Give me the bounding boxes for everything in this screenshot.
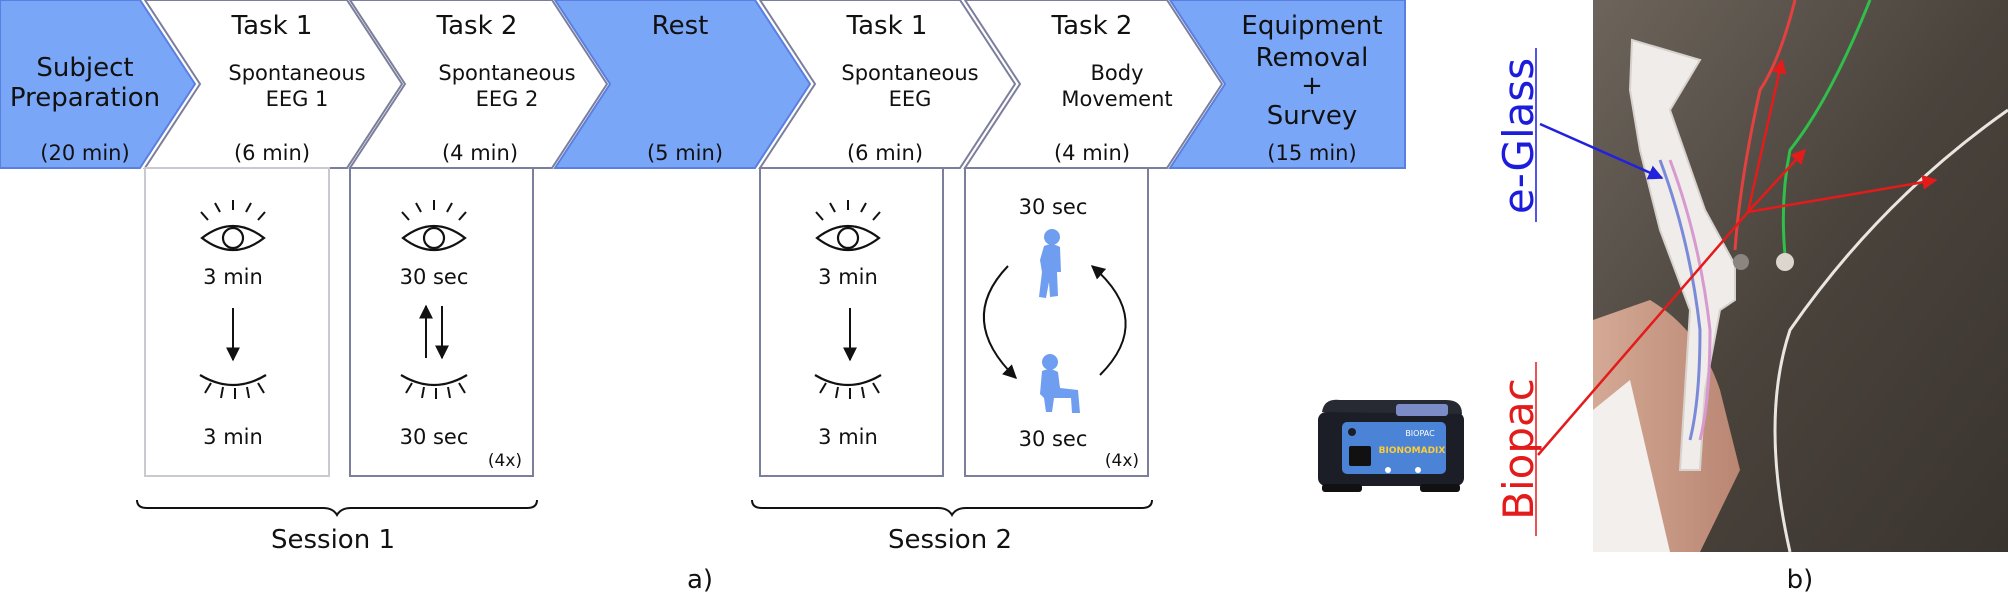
caption-a: a) — [687, 565, 713, 595]
eye-closed-icon — [400, 374, 468, 399]
stage-s2t1-title-3: EEG — [889, 87, 932, 111]
stage-removal: Equipment Removal + Survey (15 min) — [1168, 0, 1406, 169]
stage-removal-title-1: Equipment — [1241, 11, 1382, 41]
panel-s2t1-box — [759, 167, 944, 477]
panel-s2t1-top-label: 3 min — [818, 265, 878, 289]
red-electrode-wire — [1733, 0, 1797, 251]
stage-s1t2-shape — [348, 0, 609, 169]
stage-s1t2-title-2: Spontaneous — [438, 61, 575, 85]
biopac-device: BIOPAC BIONOMADIX — [1318, 399, 1464, 492]
panel-s1t2-repeat: (4x) — [488, 451, 522, 471]
stage-removal-title-4: Survey — [1267, 101, 1357, 131]
eglass-pointer-arrow — [1539, 122, 1664, 180]
session-2-brace — [751, 499, 1153, 518]
biopac-device-brand: BIOPAC — [1405, 429, 1435, 438]
stage-s1t1-title-2: Spontaneous — [228, 61, 365, 85]
panel-s1t2-bottom-label: 30 sec — [400, 425, 469, 449]
session-1-brace — [136, 499, 538, 518]
biopac-label: Biopac — [1494, 378, 1543, 520]
stage-removal-duration: (15 min) — [1267, 141, 1356, 165]
stage-prep-duration: (20 min) — [40, 141, 129, 165]
biopac-pointer-line — [1537, 211, 1749, 456]
biopac-label-group: Biopac — [1494, 362, 1543, 536]
stage-rest: Rest (5 min) — [553, 0, 812, 169]
eglass-label: e-Glass — [1494, 58, 1543, 214]
panel-s2t1-bottom-label: 3 min — [818, 425, 878, 449]
panel-s2t2-top-label: 30 sec — [1019, 195, 1088, 219]
sitting-person-icon — [1040, 354, 1080, 413]
stage-rest-shape — [553, 0, 812, 169]
stage-s2t2-duration: (4 min) — [1054, 141, 1130, 165]
panel-s2t2-bottom-label: 30 sec — [1019, 427, 1088, 451]
stage-s1t1-shape — [143, 0, 404, 169]
panel-s1t2-top-label: 30 sec — [400, 265, 469, 289]
stage-s1t1-duration: (6 min) — [234, 141, 310, 165]
stage-s1t1: Task 1 Spontaneous EEG 1 (6 min) — [143, 0, 404, 169]
stage-prep-title-1: Subject — [36, 53, 133, 83]
eglass-wire-pink — [1668, 159, 1712, 441]
panel-s1t1-bottom-label: 3 min — [203, 425, 263, 449]
eye-open-icon — [200, 200, 266, 251]
stage-s2t2-title-1: Task 2 — [1051, 11, 1133, 41]
cycle-arrow-right — [1090, 265, 1127, 376]
panel-s1t1: 3 min 3 min — [144, 167, 330, 477]
biopac-pointer-arrow-3 — [1747, 174, 1938, 214]
stage-s1t2-title-1: Task 2 — [436, 11, 518, 41]
panel-s2t1: 3 min 3 min — [759, 167, 944, 477]
white-electrode-wire — [1773, 108, 2008, 553]
panel-s2t2-repeat: (4x) — [1105, 451, 1139, 471]
eglass-label-group: e-Glass — [1494, 48, 1543, 222]
stage-removal-title-2: Removal — [1256, 43, 1369, 73]
stage-s2t2: Task 2 Body Movement (4 min) — [963, 0, 1224, 169]
stage-s1t2: Task 2 Spontaneous EEG 2 (4 min) — [348, 0, 609, 169]
photo-panel — [1593, 0, 2008, 553]
biopac-device-model: BIONOMADIX — [1379, 446, 1446, 456]
panel-s2t2: 30 sec 30 sec (4x) — [964, 167, 1149, 477]
biopac-pointer-arrow-2 — [1747, 148, 1807, 213]
stage-prep-shape — [0, 0, 197, 169]
stage-s2t2-shape — [963, 0, 1224, 169]
stage-s2t1: Task 1 Spontaneous EEG (6 min) — [758, 0, 1017, 169]
stage-s2t1-duration: (6 min) — [847, 141, 923, 165]
cycle-arrow-left — [983, 265, 1018, 379]
session-1-label: Session 1 — [271, 525, 395, 555]
caption-b: b) — [1787, 565, 1814, 595]
arrow-updown-icon — [419, 304, 449, 360]
photo-shirt — [1593, 380, 1670, 552]
eye-closed-icon — [199, 374, 267, 399]
stage-s1t2-title-3: EEG 2 — [476, 87, 539, 111]
stage-s2t1-shape — [758, 0, 1017, 169]
eye-open-icon — [401, 200, 467, 251]
stage-prep-title-2: Preparation — [10, 83, 160, 113]
biopac-pointer-arrow-1 — [1746, 58, 1787, 213]
panel-s2t2-box — [964, 167, 1149, 477]
stage-s2t2-title-3: Movement — [1061, 87, 1172, 111]
stage-s1t1-title-3: EEG 1 — [266, 87, 329, 111]
stage-s2t1-title-1: Task 1 — [846, 11, 928, 41]
session-2-label: Session 2 — [888, 525, 1012, 555]
eye-closed-icon — [814, 374, 882, 399]
panel-s1t1-box — [144, 167, 330, 477]
stage-rest-title: Rest — [652, 11, 709, 41]
stage-rest-duration: (5 min) — [647, 141, 723, 165]
stage-s2t2-title-2: Body — [1090, 61, 1143, 85]
timeline-chevrons: Subject Preparation (20 min) Task 1 Spon… — [0, 0, 1406, 169]
panel-s1t1-top-label: 3 min — [203, 265, 263, 289]
stage-s1t2-duration: (4 min) — [442, 141, 518, 165]
stage-removal-shape — [1168, 0, 1406, 169]
stage-removal-title-3: + — [1301, 71, 1323, 101]
eye-open-icon — [815, 200, 881, 251]
stage-prep: Subject Preparation (20 min) — [0, 0, 197, 169]
green-electrode-wire — [1781, 0, 1872, 256]
stage-s1t1-title-1: Task 1 — [231, 11, 313, 41]
stage-s2t1-title-2: Spontaneous — [841, 61, 978, 85]
panel-s1t2: 30 sec 30 sec (4x) — [349, 167, 534, 477]
standing-person-icon — [1039, 229, 1061, 298]
eglass-wire-blue — [1658, 159, 1702, 441]
